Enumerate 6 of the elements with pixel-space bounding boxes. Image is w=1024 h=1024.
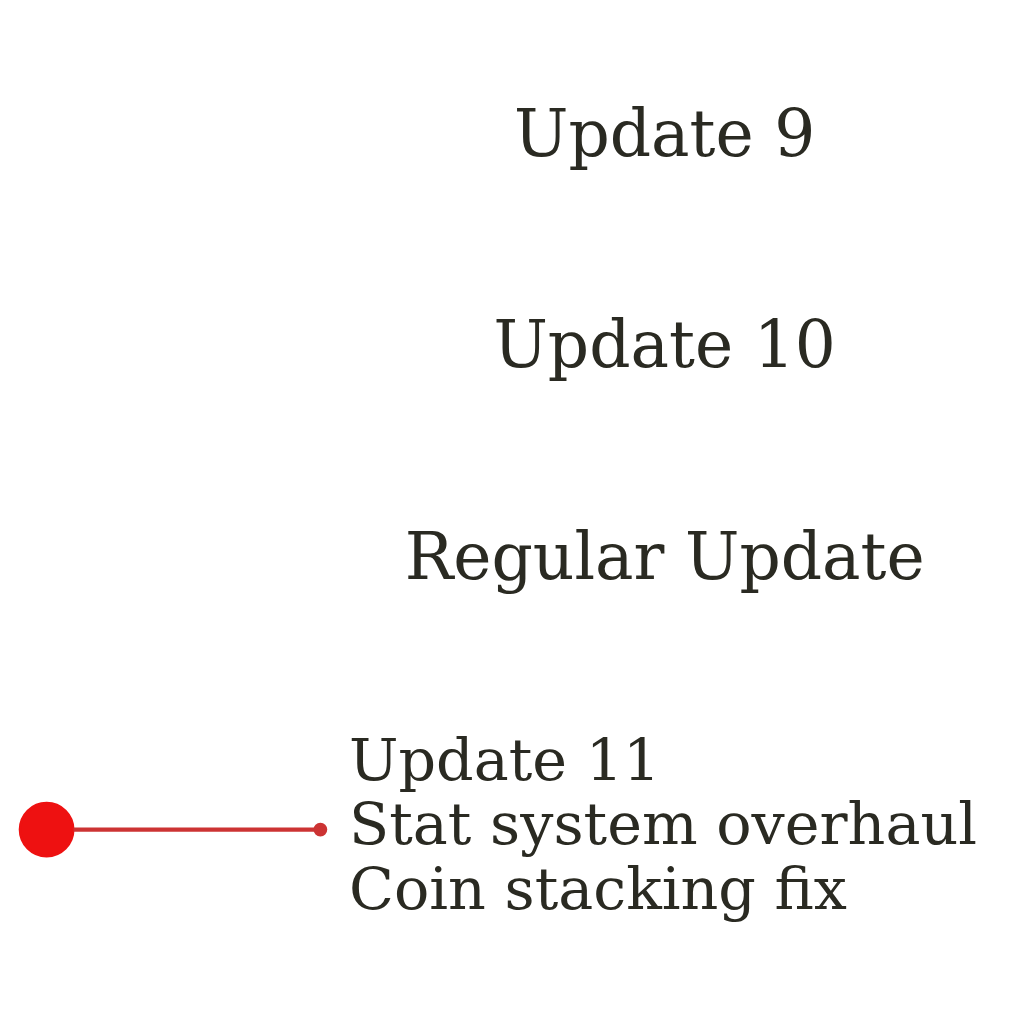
- label: Update 9: [513, 95, 816, 171]
- connector: [73, 822, 328, 836]
- node-text: Update 11 Stat system overhaul Coin stacking fix: [349, 724, 978, 923]
- label: Regular Update: [404, 518, 925, 594]
- node-circle: [18, 801, 75, 857]
- label: Update 10: [493, 306, 836, 382]
